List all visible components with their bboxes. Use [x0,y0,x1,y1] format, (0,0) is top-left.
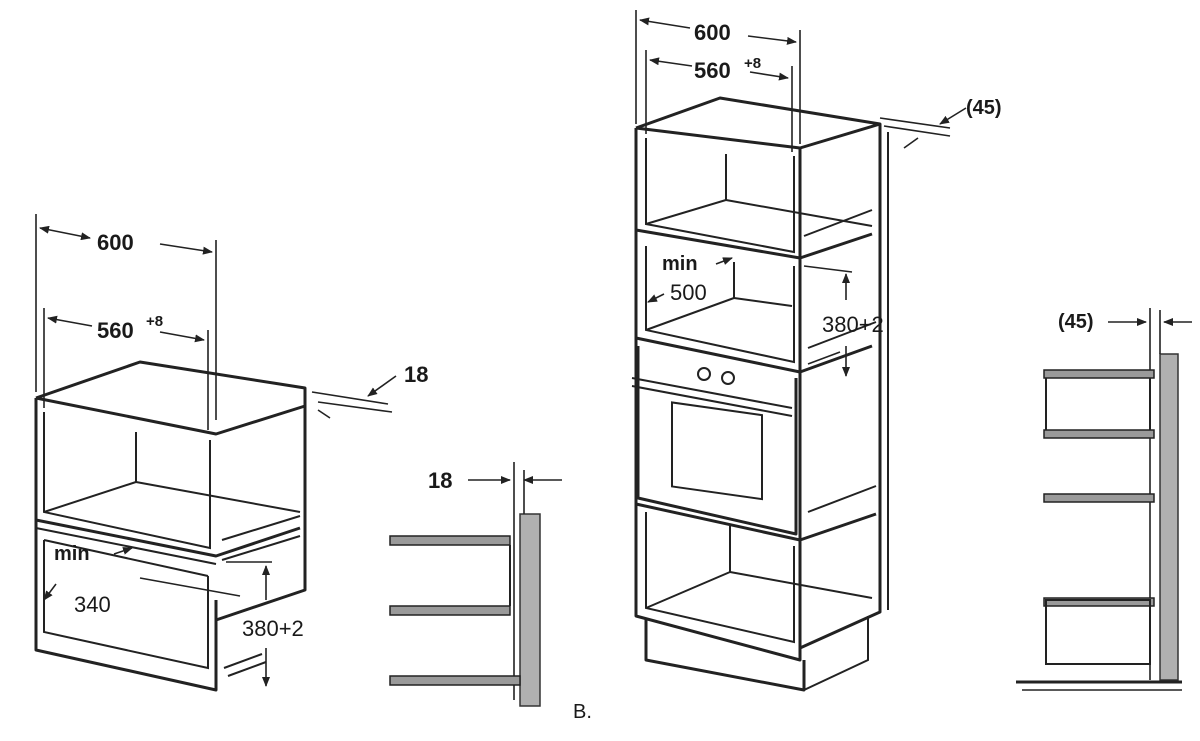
left-dimension-380: 380+2 [226,561,304,687]
left-width-label: 600 [97,230,134,255]
left-depth-label: 340 [74,592,111,617]
center-min-label: min [662,253,698,275]
left-inner-width-tolerance: +8 [146,313,163,330]
right-side-back-gap-label: (45) [1058,311,1094,333]
center-inner-width-label: 560 [694,58,731,83]
center-back-gap-label: (45) [966,97,1002,119]
left-panel-thickness-label: 18 [404,362,428,387]
left-inner-width-label: 560 [97,318,134,343]
center-dimension-600: 600 [635,10,801,144]
left-dimension-560: 560 +8 [43,308,209,430]
center-dimension-380: 380+2 [803,265,884,377]
center-height-label: 380+2 [822,312,884,337]
center-min-500: min 500 [647,253,733,305]
left-dimension-18: 18 [311,362,428,419]
left-side-section: 18 [389,462,562,707]
center-width-label: 600 [694,20,731,45]
left-height-label: 380+2 [242,616,304,641]
center-depth-label: 500 [670,280,707,305]
left-cabinet [34,360,307,692]
figure-caption: B. [573,701,592,723]
right-side-section: (45) [1016,308,1192,691]
center-tall-cabinet [631,96,889,692]
center-dimension-560: 560 +8 [645,50,793,152]
center-inner-width-tolerance: +8 [744,55,761,72]
left-min-340: min 340 [43,543,241,617]
left-min-label: min [54,543,90,565]
center-dimension-45: (45) [879,97,1002,149]
left-dimension-600: 600 [35,214,217,420]
left-side-thickness-label: 18 [428,468,452,493]
